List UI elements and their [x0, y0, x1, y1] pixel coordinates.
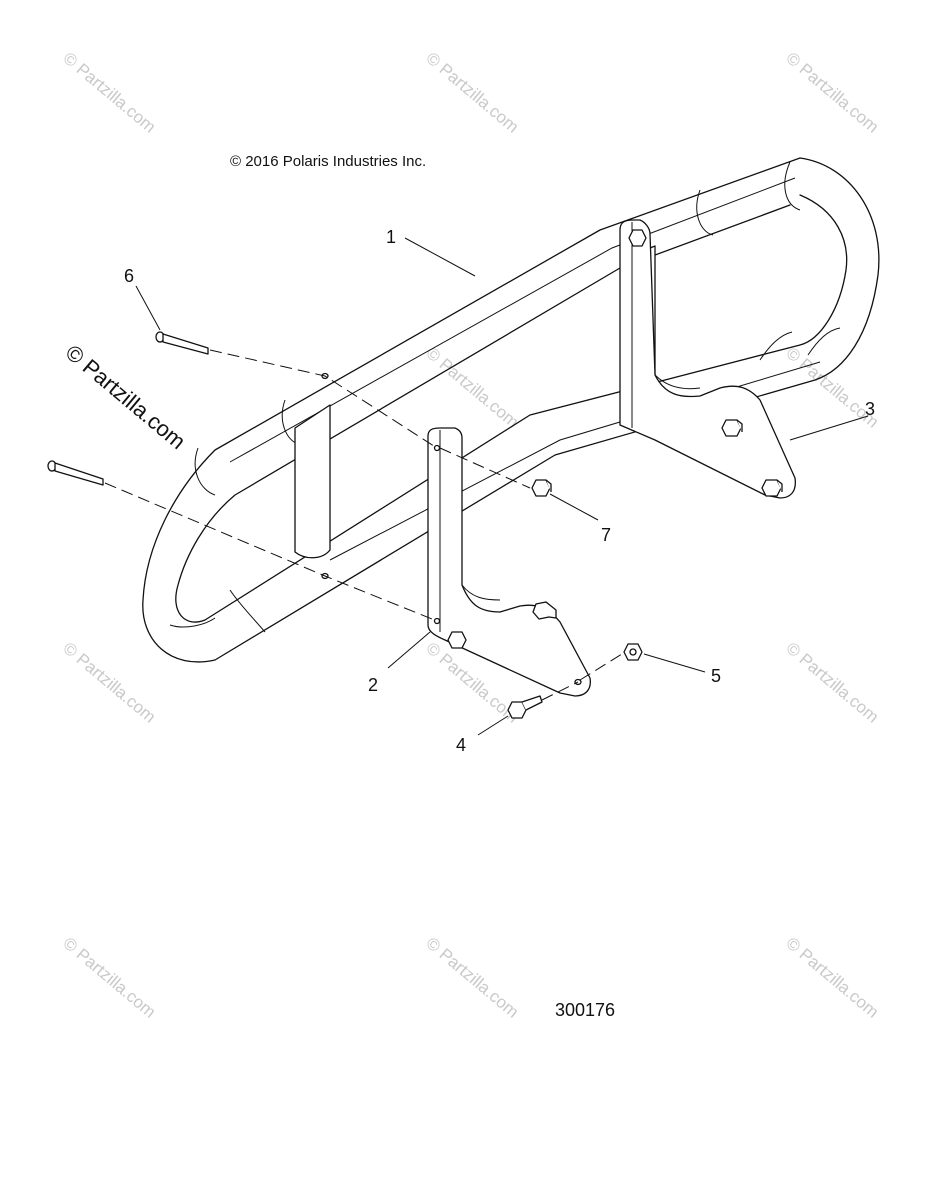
bolt-item-4: [507, 695, 543, 719]
watermark: © Partzilla.com: [782, 934, 882, 1022]
callout-3: 3: [865, 399, 875, 419]
watermark: © Partzilla.com: [422, 49, 522, 137]
nut-item-5: [623, 643, 643, 661]
bolt-lower: [47, 460, 104, 486]
leader-lines: [135, 237, 869, 736]
watermark: © Partzilla.com: [59, 639, 159, 727]
callout-4: 4: [456, 735, 466, 755]
nut-item-7: [531, 479, 552, 497]
callout-5: 5: [711, 666, 721, 686]
watermark: © Partzilla.com: [782, 49, 882, 137]
callout-1: 1: [386, 227, 396, 247]
watermark: © Partzilla.com: [59, 49, 159, 137]
watermark-layer: © Partzilla.com © Partzilla.com © Partzi…: [59, 49, 882, 1022]
bolt-upper: [155, 331, 209, 355]
assembly-lines: [104, 349, 623, 701]
watermark-main: © Partzilla.com: [61, 340, 191, 454]
bracket-left: [427, 427, 591, 697]
watermark: © Partzilla.com: [59, 934, 159, 1022]
callout-7: 7: [601, 525, 611, 545]
watermark: © Partzilla.com: [422, 344, 522, 432]
bracket-right: [619, 219, 796, 499]
watermark: © Partzilla.com: [782, 639, 882, 727]
callout-2: 2: [368, 675, 378, 695]
drawing-number: 300176: [555, 1000, 615, 1020]
copyright-notice: © 2016 Polaris Industries Inc.: [230, 153, 426, 170]
watermark: © Partzilla.com: [422, 934, 522, 1022]
callout-6: 6: [124, 266, 134, 286]
